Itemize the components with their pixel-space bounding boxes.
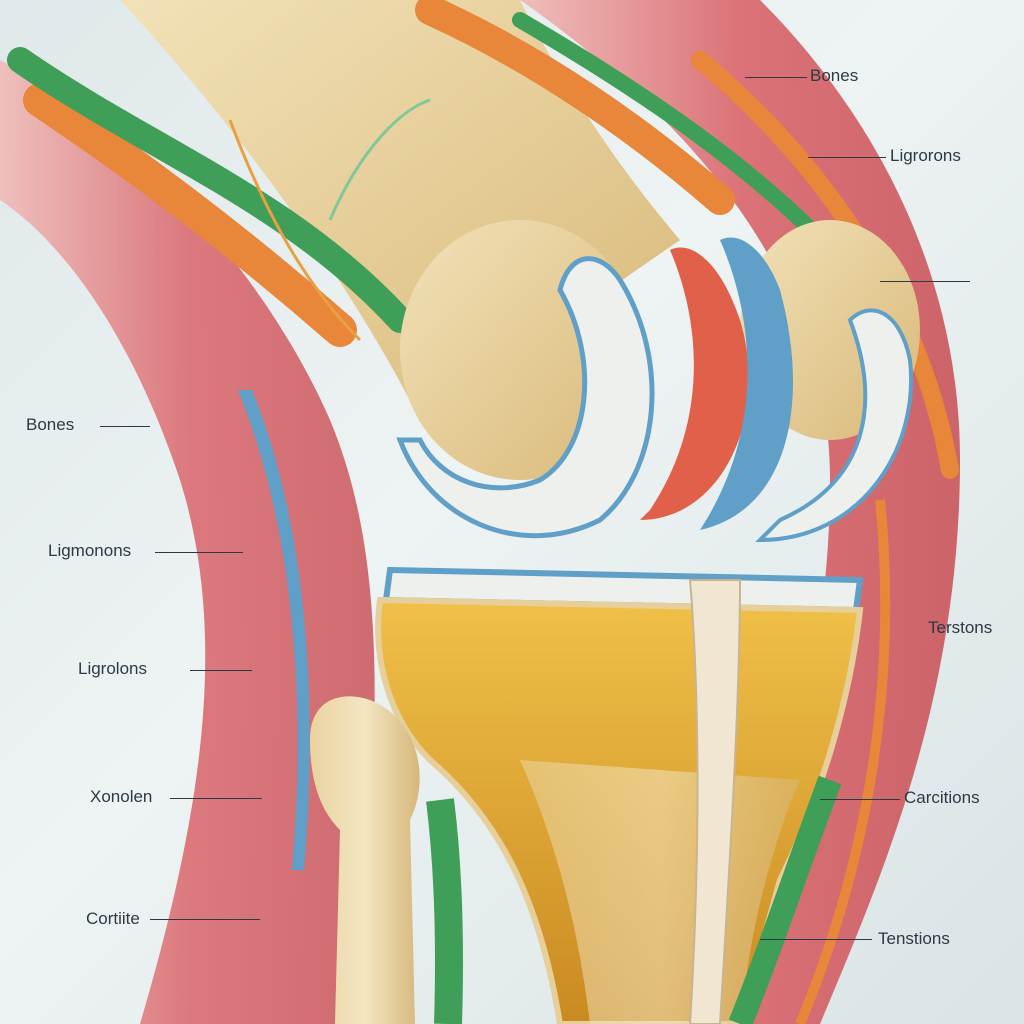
label-tenstions-right: Tenstions [878,929,950,948]
nerve-green-1 [7,47,413,333]
leader-right-3 [880,281,970,282]
label-ligrorons-right: Ligrorons [890,146,961,165]
label-cortiite-left: Cortiite [86,909,140,928]
tendon-orange-right [795,499,891,1024]
label-bones-right: Bones [810,66,859,85]
ligament-blue-band [700,237,794,530]
label-ligmonons-left: Ligmonons [48,541,132,560]
label-xonolen-left: Xonolen [90,787,153,806]
leader-left-1 [100,426,150,427]
tendon-orange-2 [415,0,735,215]
leader-right-1 [745,77,807,78]
leader-left-2 [155,552,243,553]
nerve-thin-1 [328,98,431,221]
label-terstons-right: Terstons [928,618,993,637]
cartilage-band-1 [396,256,655,539]
fibula [310,696,420,1024]
anterior-muscle [0,60,375,1024]
label-ligrolons-left: Ligrolons [78,659,147,678]
leader-left-5 [150,919,260,920]
tendon-orange-1 [23,83,357,347]
meniscus-red [640,247,749,520]
label-bones-left: Bones [26,415,75,434]
leader-right-2 [808,157,886,158]
leader-left-4 [170,798,262,799]
cartilage-band-2 [755,308,914,543]
label-carcitions-right: Carcitions [904,788,980,807]
patellar-ligament [238,390,310,870]
leader-left-3 [190,670,252,671]
nerve-thin-2 [228,119,362,342]
nerve-green-lower [426,798,464,1024]
leader-right-6 [760,939,872,940]
central-ligament [688,579,742,1024]
leader-right-5 [820,799,900,800]
tendon-green-right [728,775,842,1024]
